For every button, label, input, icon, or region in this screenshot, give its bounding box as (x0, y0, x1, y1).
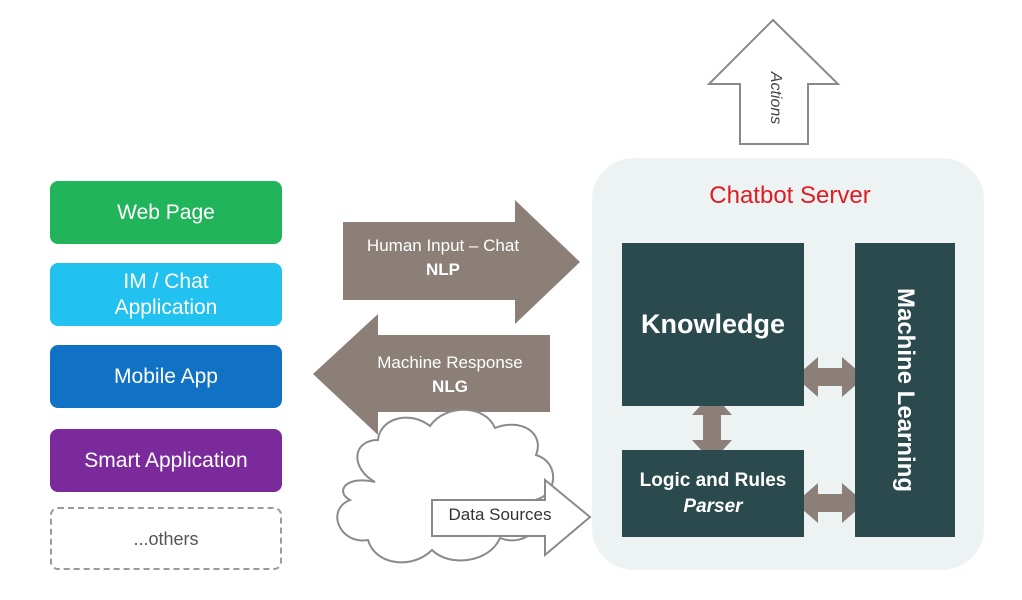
client-label: Smart Application (84, 448, 248, 472)
human-input-arrow (343, 200, 580, 324)
machine-learning-box: Machine Learning (855, 243, 955, 537)
data-sources-arrow (431, 477, 592, 558)
data-sources-label: Data Sources (448, 505, 552, 524)
parser-label: Parser (683, 495, 743, 517)
human-input-label: Human Input – Chat NLP (343, 234, 543, 282)
machine-response-label: Machine Response NLG (350, 351, 550, 399)
client-smart-application: Smart Application (50, 429, 282, 492)
client-label: Application (114, 295, 218, 319)
client-others: ...others (50, 507, 282, 570)
knowledge-box: Knowledge (622, 243, 804, 406)
actions-label: Actions (767, 71, 784, 125)
nlp-text: NLP (426, 260, 460, 279)
client-label: IM / Chat (123, 269, 209, 293)
knowledge-ml-arrow (795, 357, 865, 397)
machine-response-arrow (313, 314, 550, 435)
knowledge-logic-arrow (692, 393, 732, 462)
client-mobile-app: Mobile App (50, 345, 282, 408)
nlg-text: NLG (432, 377, 468, 396)
client-label: Web Page (117, 200, 215, 224)
logic-rules-box: Logic and Rules Parser (622, 450, 804, 537)
logic-ml-arrow (795, 483, 865, 523)
human-input-text: Human Input – Chat (366, 236, 520, 255)
actions-arrow (706, 18, 841, 145)
client-web-page: Web Page (50, 181, 282, 244)
client-im-chat-application: IM / Chat Application (50, 263, 282, 326)
knowledge-label: Knowledge (640, 309, 785, 339)
chatbot-server-title: Chatbot Server (709, 182, 871, 209)
logic-rules-label: Logic and Rules (639, 469, 787, 491)
cloud-shape (336, 408, 555, 564)
client-label: ...others (133, 528, 199, 549)
machine-learning-label: Machine Learning (892, 287, 919, 493)
machine-response-text: Machine Response (377, 353, 523, 372)
client-label: Mobile App (114, 364, 218, 388)
